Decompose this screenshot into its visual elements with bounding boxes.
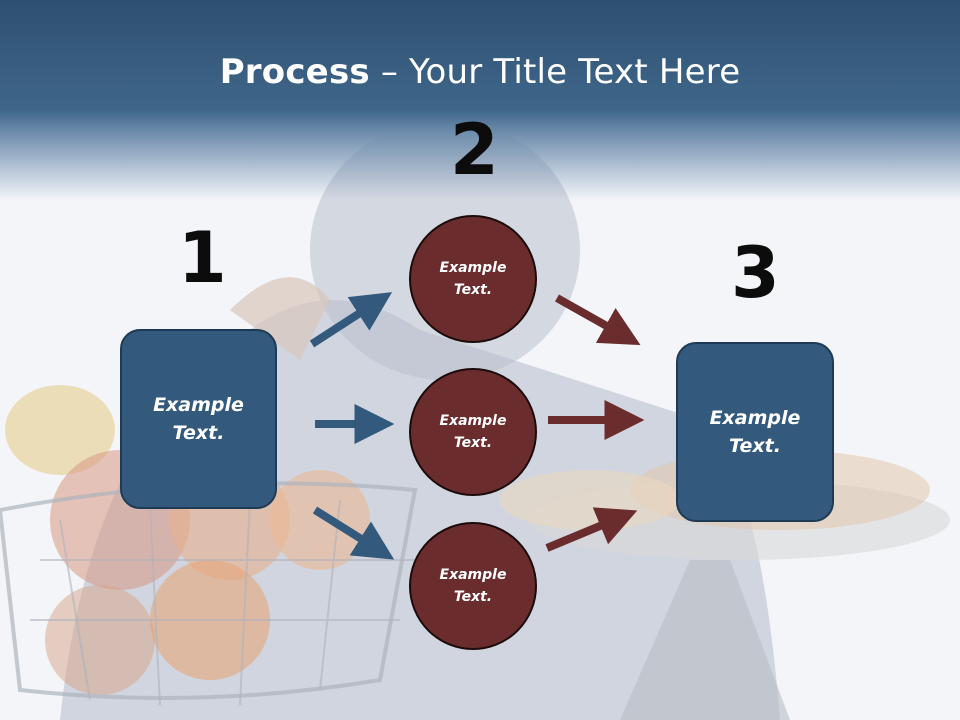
arrow-circle-top-to-box3 bbox=[555, 294, 641, 346]
process-circle-top: Example Text. bbox=[409, 215, 537, 343]
process-box-1-text: Example Text. bbox=[153, 393, 244, 445]
arrow-box1-to-circle-top bbox=[309, 292, 393, 348]
step-number-3: 3 bbox=[731, 232, 780, 314]
slide-title: Process – Your Title Text Here bbox=[0, 52, 960, 92]
step-number-1: 1 bbox=[178, 217, 227, 299]
process-circle-top-text: Example Text. bbox=[439, 259, 507, 298]
process-circle-bottom: Example Text. bbox=[409, 522, 537, 650]
process-box-3: Example Text. bbox=[676, 342, 834, 522]
process-circle-middle-text: Example Text. bbox=[439, 412, 507, 451]
process-box-1: Example Text. bbox=[120, 329, 277, 509]
process-box-3-text: Example Text. bbox=[709, 406, 801, 458]
header-band bbox=[0, 0, 960, 200]
process-circle-middle: Example Text. bbox=[409, 368, 537, 496]
process-circle-bottom-text: Example Text. bbox=[439, 566, 507, 605]
arrow-circle-bottom-to-box3 bbox=[545, 507, 638, 552]
step-number-2: 2 bbox=[450, 109, 499, 191]
arrow-box1-to-circle-bottom bbox=[312, 506, 395, 560]
title-bold: Process bbox=[219, 52, 370, 92]
title-rest: – Your Title Text Here bbox=[369, 52, 741, 92]
